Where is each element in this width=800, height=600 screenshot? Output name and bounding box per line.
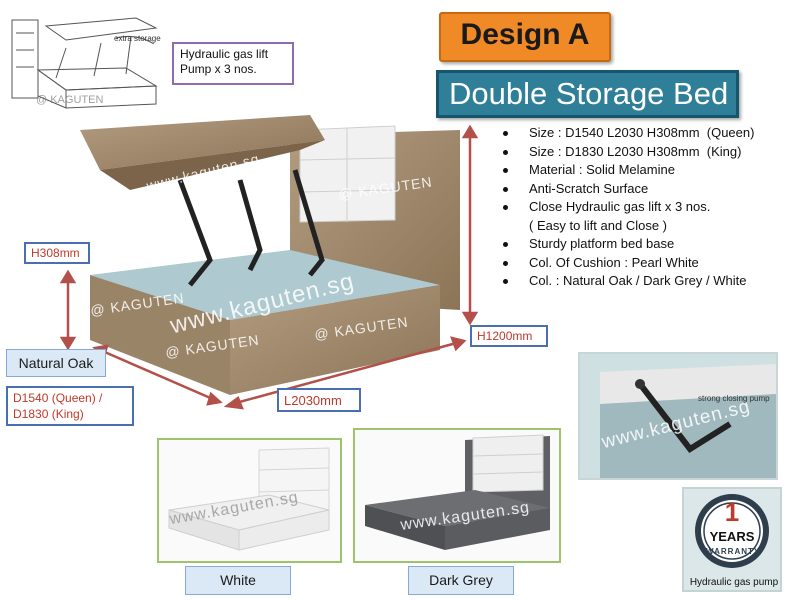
bullet-icon [503,168,508,173]
hydraulic-closeup-image: www.kaguten.sg strong closing pump [578,352,778,480]
spec-list: Size : D1540 L2030 H308mm (Queen) Size : … [503,124,793,291]
spec-item: Col. : Natural Oak / Dark Grey / White [503,272,793,291]
spec-item: Size : D1540 L2030 H308mm (Queen) [503,124,793,143]
spec-item: ( Easy to lift and Close ) [503,217,793,236]
height-dimension-label: H308mm [24,242,90,264]
sketch-watermark: @ KAGUTEN [36,94,104,106]
bullet-icon [503,260,508,266]
dark-grey-variant-label: Dark Grey [408,566,514,595]
hydraulic-callout-line2: Pump x 3 nos. [180,62,257,76]
spec-item-text: Size : D1540 L2030 H308mm (Queen) [529,125,755,140]
closing-pump-annotation: strong closing pump [698,394,770,403]
hydraulic-lift-callout: Hydraulic gas lift Pump x 3 nos. [172,42,294,85]
white-variant-image: www.kaguten.sg [157,438,342,563]
bullet-icon [503,149,508,155]
depth-king-text: D1830 (King) [13,407,84,421]
spec-item-text: Size : D1830 L2030 H308mm (King) [529,143,742,159]
dark-grey-variant-image: www.kaguten.sg [353,428,561,563]
warranty-caption: Hydraulic gas pump [689,577,779,588]
natural-oak-bed-drawing [59,115,479,410]
spec-item: Size : D1830 L2030 H308mm (King) [503,143,793,162]
spec-item-text: Col. : Natural Oak / Dark Grey / White [529,273,747,288]
bullet-icon [503,205,508,210]
headboard-height-label: H1200mm [470,325,548,347]
hydraulic-callout-line1: Hydraulic gas lift [180,47,269,61]
depth-queen-text: D1540 (Queen) / [13,391,103,405]
line-sketch-image: extra storage @ KAGUTEN [6,8,166,118]
natural-oak-label: Natural Oak [6,349,106,377]
white-bed-drawing [168,447,330,551]
spec-item-text: ( Easy to lift and Close ) [529,217,667,233]
spec-item-text: Material : Solid Melamine [529,162,675,177]
product-title-bar: Double Storage Bed [436,70,739,118]
spec-item: Col. Of Cushion : Pearl White [503,254,793,273]
bullet-icon [503,186,508,192]
spec-item-text: Anti-Scratch Surface [529,180,649,196]
warranty-panel: 1 YEARS WARRANTY Hydraulic gas pump [682,487,782,592]
spec-item: Anti-Scratch Surface [503,180,793,199]
warranty-seal [695,494,769,568]
hydraulic-closeup-drawing [580,354,776,478]
length-dimension-label: L2030mm [277,388,361,412]
depth-dimension-label: D1540 (Queen) / D1830 (King) [6,386,134,426]
bullet-icon [503,131,508,136]
dark-grey-bed-drawing [365,434,550,550]
spec-item-text: Col. Of Cushion : Pearl White [529,254,699,270]
main-bed-image: www.kaguten.sg www.kaguten.sg @ KAGUTEN … [59,110,480,410]
bullet-icon [503,242,508,247]
bed-sketch-drawing [11,17,158,109]
extra-storage-label: extra storage [114,34,161,43]
spec-item: Material : Solid Melamine [503,161,793,180]
white-variant-label: White [185,566,291,595]
design-label-badge: Design A [439,12,611,62]
spec-item: Sturdy platform bed base [503,235,793,254]
warranty-word: WARRANTY [706,547,761,556]
spec-item-text: Close Hydraulic gas lift x 3 nos. [529,199,711,214]
bullet-icon [503,279,508,284]
warranty-unit: YEARS [709,529,755,544]
spec-item-text: Sturdy platform bed base [529,236,675,251]
warranty-number: 1 [724,497,740,527]
spec-item: Close Hydraulic gas lift x 3 nos. [503,198,793,217]
